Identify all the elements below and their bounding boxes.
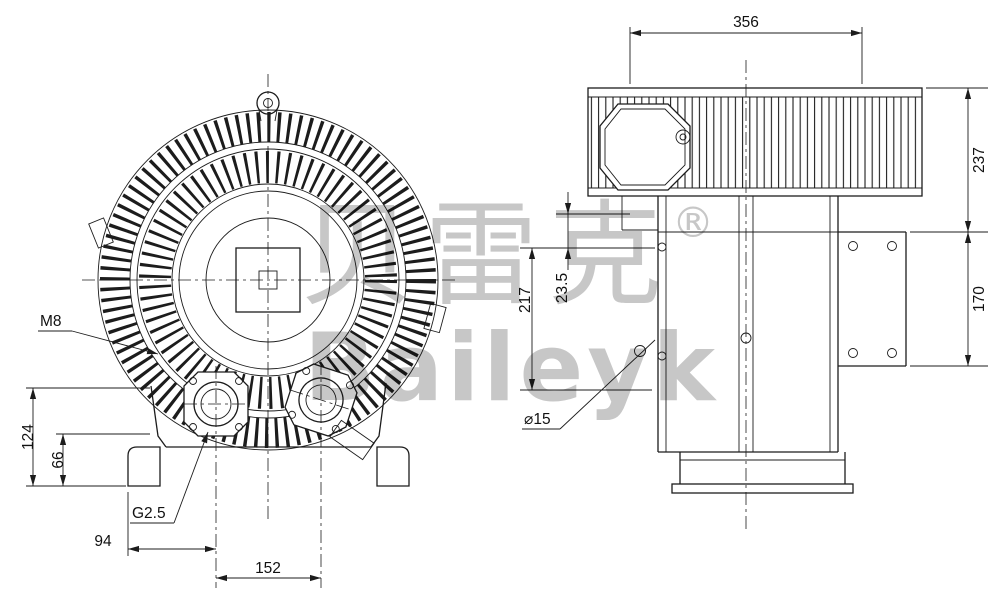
dim-170-text: 170 <box>971 286 988 312</box>
hole-15-label: ⌀15 <box>524 411 551 428</box>
dim-217-text: 217 <box>517 287 534 313</box>
dim-152: 152 <box>216 560 321 582</box>
g25-label: G2.5 <box>132 505 166 522</box>
front-view <box>82 74 458 588</box>
dim-237: 237 <box>910 87 988 233</box>
foot-right <box>376 446 410 487</box>
dim-66-text: 66 <box>50 451 67 468</box>
dim-23-5: 23.5 <box>554 192 630 303</box>
housing-lower-left-edge <box>150 385 167 448</box>
side-muffler <box>599 103 691 191</box>
foot-left <box>127 446 161 487</box>
callout-m8: M8 <box>38 313 159 355</box>
dim-217: 217 <box>517 247 655 391</box>
side-motor-body <box>621 196 839 453</box>
mounting-lug-right <box>423 302 447 334</box>
port-left <box>183 371 250 437</box>
dim-94: 94 <box>94 492 216 556</box>
side-view <box>587 60 923 530</box>
dim-66: 66 <box>50 433 150 486</box>
port-right <box>284 363 358 437</box>
dim-124: 124 <box>20 387 150 487</box>
port-right-fitting <box>329 419 375 461</box>
dim-356-text: 356 <box>733 14 759 31</box>
side-annotations: 356 237 170 23.5 <box>517 14 988 430</box>
dim-152-text: 152 <box>255 560 281 577</box>
side-housing-outline <box>587 87 923 197</box>
dim-170: 170 <box>910 232 988 367</box>
dim-237-text: 237 <box>971 147 988 173</box>
callout-g25: G2.5 <box>130 431 209 524</box>
dim-124-text: 124 <box>20 424 37 450</box>
side-flange-plate <box>838 231 907 367</box>
hole-15 <box>634 345 646 357</box>
front-annotations: M8 124 66 G2.5 <box>20 313 321 582</box>
m8-label: M8 <box>40 313 62 330</box>
callout-hole-15: ⌀15 <box>522 339 656 430</box>
dim-94-text: 94 <box>94 533 112 550</box>
mounting-lug-left <box>88 217 114 249</box>
side-base <box>671 452 854 494</box>
dim-356: 356 <box>629 14 863 84</box>
dim-23-5-text: 23.5 <box>554 273 571 303</box>
